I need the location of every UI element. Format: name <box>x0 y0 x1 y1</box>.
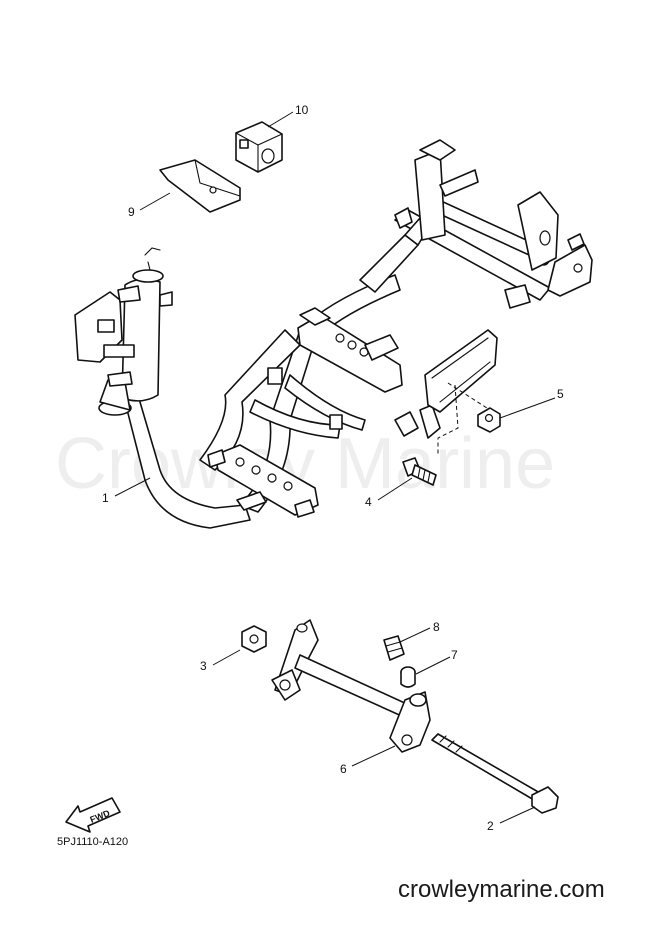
frame-assembly[interactable] <box>74 139 593 529</box>
forward-direction-arrow: FWD <box>65 797 121 833</box>
assembly-line-bolt <box>437 384 459 455</box>
callout-2: 2 <box>487 819 494 833</box>
nut-5[interactable] <box>477 407 501 433</box>
site-url: crowleymarine.com <box>398 876 605 903</box>
leader-line-10 <box>267 111 294 128</box>
long-bolt-2[interactable] <box>431 733 559 814</box>
leader-line-5 <box>499 397 556 419</box>
callout-3: 3 <box>200 659 207 673</box>
callout-8: 8 <box>433 620 440 634</box>
leader-line-9 <box>139 192 171 211</box>
leader-line-1 <box>114 477 151 497</box>
leader-line-4 <box>377 477 413 501</box>
diagram-code: 5PJ1110-A120 <box>57 836 129 848</box>
leader-line-2 <box>499 806 536 824</box>
assembly-line-nut <box>447 382 491 411</box>
collar-7[interactable] <box>400 666 416 688</box>
cover-pad-9[interactable] <box>159 159 241 213</box>
nut-3[interactable] <box>241 625 267 653</box>
bolt-4[interactable] <box>402 457 437 486</box>
callout-5: 5 <box>557 387 564 401</box>
callout-7: 7 <box>451 648 458 662</box>
leader-line-6 <box>351 745 396 767</box>
callout-10: 10 <box>295 103 309 117</box>
engine-mount-link-6[interactable] <box>271 619 431 753</box>
callout-6: 6 <box>340 762 347 776</box>
callout-1: 1 <box>102 491 109 505</box>
leader-line-8 <box>399 627 431 643</box>
callout-9: 9 <box>128 205 135 219</box>
clamp-block-10[interactable] <box>235 121 283 173</box>
leader-line-7 <box>415 656 451 675</box>
callout-4: 4 <box>365 495 372 509</box>
damper-rubber-8[interactable] <box>383 635 405 661</box>
leader-line-3 <box>212 649 241 666</box>
